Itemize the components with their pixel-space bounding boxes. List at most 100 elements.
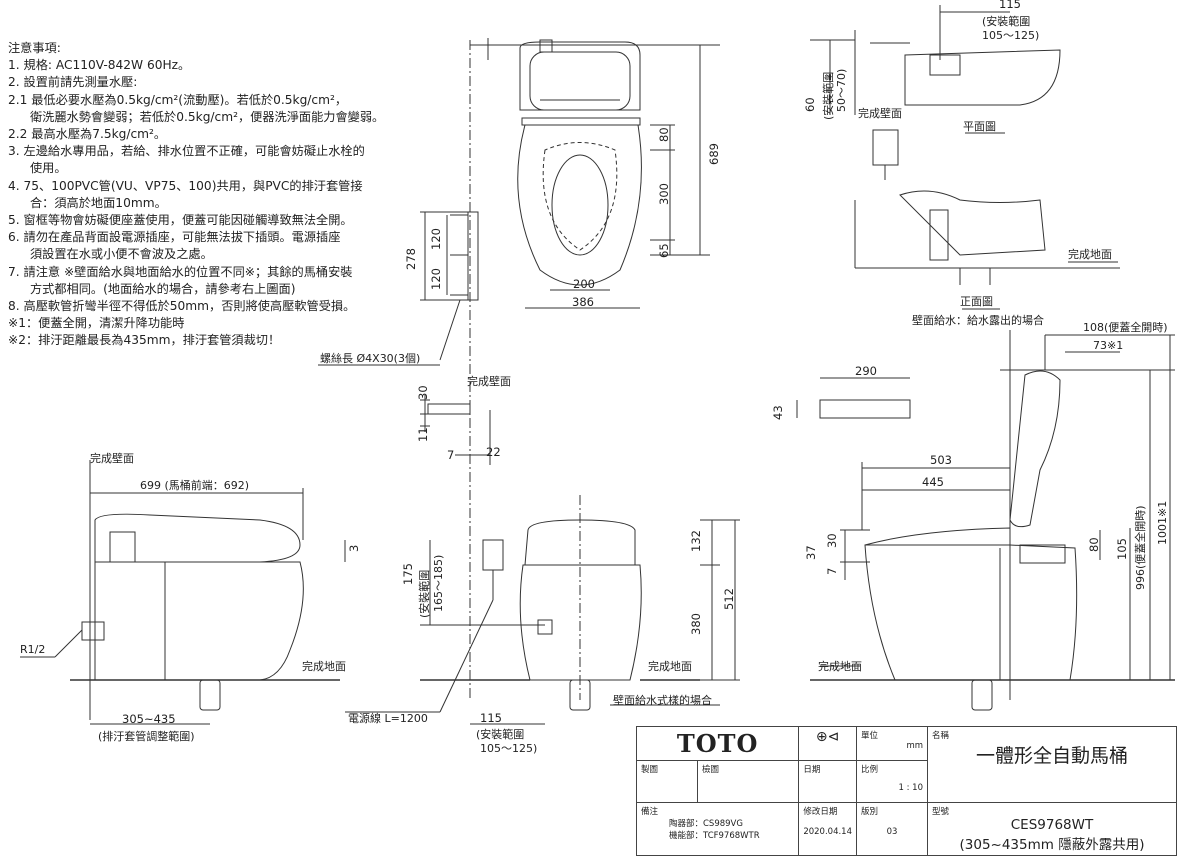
label-front-699: 699 (馬桶前端：692)	[140, 478, 249, 492]
label-screw: 螺絲長 Ø4X30(3個)	[320, 351, 420, 365]
mechanism-part: 機能部：TCF9768WTR	[669, 831, 760, 841]
side-view-left	[20, 460, 346, 725]
notes-block: 注意事項: 1. 規格: AC110V-842W 60Hz。 2. 設置前請先測…	[8, 40, 428, 350]
dim-3: 3	[347, 545, 361, 552]
revision-date: 2020.04.14	[803, 827, 852, 837]
note-line: ※2：排汙距離最長為435mm，排汙套管須裁切！	[8, 333, 281, 348]
label-range-v2: 50～70)	[835, 69, 848, 112]
mounting-bracket	[318, 211, 479, 366]
dim-37: 37	[804, 545, 818, 560]
projection-symbol-icon: ⊕⊲	[798, 726, 857, 761]
checked-by-label: 檢圖	[696, 760, 800, 803]
label-range-175a: (安裝範圍	[417, 570, 431, 618]
dim-105: 105	[1115, 538, 1129, 560]
label-wall-supply-exposed: 壁面給水：給水露出的場合	[912, 313, 1044, 327]
label-mark-73: 73※1	[1093, 339, 1123, 352]
label-finished-wall-3: 完成壁面	[90, 451, 134, 465]
note-line: 2.2 最高水壓為7.5kg/cm²。	[8, 127, 167, 142]
label-lid-open-108: 108(便蓋全開時)	[1083, 320, 1168, 334]
dim-445: 445	[922, 475, 944, 489]
dim-60: 60	[803, 97, 817, 112]
label-r12: R1/2	[20, 643, 45, 656]
top-view	[469, 38, 720, 700]
brand-logo: TOTO	[635, 726, 800, 761]
dim-80: 80	[657, 127, 671, 142]
scale-label: 比例	[861, 765, 879, 775]
plan-view	[810, 5, 1061, 134]
label-install-range-2: (安裝範圍	[476, 727, 524, 741]
dim-386: 386	[572, 295, 594, 309]
label-front-view: 正面圖	[960, 295, 993, 308]
note-line: 方式都相同。(地面給水的場合，請參考右上圖面)	[30, 281, 296, 296]
dim-30b: 30	[825, 533, 839, 548]
dim-380: 380	[689, 613, 703, 635]
version-label: 版別	[861, 807, 879, 817]
label-finished-floor-4: 完成地面	[818, 659, 862, 673]
note-line: 6. 請勿在產品背面設電源插座，可能無法拔下插頭。電源插座	[8, 230, 341, 245]
version-value: 03	[886, 827, 898, 837]
dim-30: 30	[416, 385, 430, 400]
product-name: 一體形全自動馬桶	[975, 745, 1128, 767]
label-plan-view: 平面圖	[963, 120, 996, 133]
dim-200: 200	[573, 277, 595, 291]
name-label: 名稱	[932, 731, 950, 741]
label-finished-floor: 完成地面	[1068, 247, 1112, 261]
dim-689: 689	[707, 143, 721, 165]
title-block: TOTO ⊕⊲ 單位 mm 名稱一體形全自動馬桶 製圖 檢圖 日期 比例 1 : 1…	[635, 726, 1177, 856]
model-label: 型號	[932, 807, 950, 817]
note-line: 使用。	[30, 161, 67, 176]
unit-value: mm	[906, 741, 923, 751]
drawn-by-label: 製圖	[636, 760, 698, 803]
note-line: 8. 高壓軟管折彎半徑不得低於50mm，否則將使高壓軟管受損。	[8, 299, 356, 314]
dim-115-bottom: 115	[480, 711, 502, 725]
label-finished-wall: 完成壁面	[858, 106, 902, 120]
note-line: 2. 設置前請先測量水壓:	[8, 75, 138, 90]
note-line: 4. 75、100PVC管(VU、VP75、100)共用，與PVC的排汙套管接	[8, 178, 363, 193]
dim-7b: 7	[825, 568, 839, 575]
date-label: 日期	[798, 760, 857, 803]
label-mark-1001: 1001※1	[1156, 501, 1169, 545]
revision-date-label: 修改日期	[803, 807, 838, 817]
label-range-v1: (安裝範圍	[821, 72, 835, 120]
front-view	[345, 495, 740, 725]
side-view-right	[796, 330, 1175, 711]
label-install-range-2b: 105～125)	[480, 742, 537, 755]
dim-278: 278	[404, 248, 418, 270]
dim-175: 175	[401, 563, 415, 585]
note-line: 須設置在水或小便不會波及之處。	[30, 247, 213, 262]
dim-290: 290	[855, 364, 877, 378]
dim-503: 503	[930, 453, 952, 467]
note-line: 衛洗麗水勢會變弱；若低於0.5kg/cm²，便器洗淨面能力會變弱。	[30, 109, 385, 124]
note-line: 1. 規格: AC110V-842W 60Hz。	[8, 58, 191, 73]
note-line: ※1：便蓋全開，清潔升降功能時	[8, 316, 185, 331]
drawing-labels: 115 (安裝範圍 105～125) 60 (安裝範圍 50～70) 完成壁面 …	[20, 0, 1169, 755]
note-line: 7. 請注意 ※壁面給水與地面給水的位置不同※；其餘的馬桶安裝	[8, 264, 353, 279]
notes-title: 注意事項:	[8, 41, 61, 55]
model-note: (305~435mm 隱蔽外露共用)	[959, 837, 1145, 853]
label-lid-open-996: 996(便蓋全開時)	[1133, 505, 1147, 590]
unit-label: 單位	[861, 731, 879, 741]
label-range-175b: 165～185)	[432, 555, 445, 612]
label-finished-floor-3: 完成地面	[648, 659, 692, 673]
label-finished-floor-2: 完成地面	[302, 659, 346, 673]
dim-22: 22	[486, 445, 501, 459]
scale-value: 1 : 10	[898, 783, 924, 793]
label-wall-supply-type: 壁面給水式樣的場合	[613, 693, 712, 707]
dim-43: 43	[771, 405, 785, 420]
dim-132: 132	[689, 530, 703, 552]
label-power-cord: 電源線 L=1200	[348, 711, 428, 725]
model-number: CES9768WT	[1010, 817, 1094, 833]
dim-512: 512	[722, 588, 736, 610]
wall-supply-detail	[854, 129, 1120, 310]
dim-120a: 120	[429, 228, 443, 250]
dim-11: 11	[416, 427, 430, 442]
note-line: 合：須高於地面10mm。	[30, 195, 167, 210]
dim-7: 7	[447, 448, 454, 462]
dim-120b: 120	[429, 268, 443, 290]
dim-115-top: 115	[999, 0, 1021, 11]
label-install-range-b: 105～125)	[982, 29, 1039, 42]
remarks-label: 備注	[641, 807, 659, 817]
label-drain-range: 305~435	[122, 712, 176, 726]
ceramic-part: 陶器部：CS989VG	[669, 819, 743, 829]
